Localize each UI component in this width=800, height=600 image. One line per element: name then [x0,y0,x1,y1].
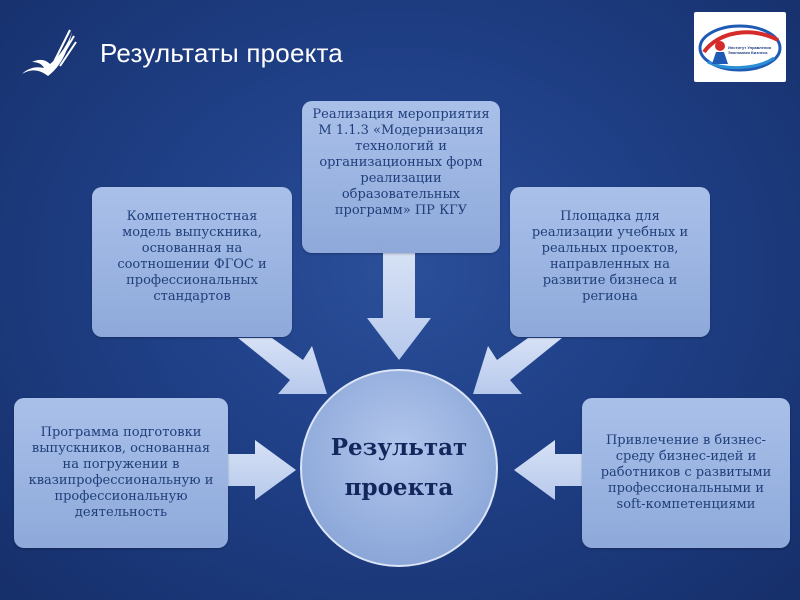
arrow-top [367,253,431,360]
box-left-text: Компетентностная модель выпускника, осно… [117,209,267,304]
center-line-2: проекта [344,474,454,501]
arrow-top-right [473,338,562,394]
arrow-bottom-left [228,440,296,500]
center-result-circle: Результат проекта [300,369,498,567]
center-line-1: Результат [330,434,468,461]
arrow-top-left [238,338,327,394]
box-bottom-right-text: Привлечение в бизнес-среду бизнес-идей и… [600,433,772,512]
box-competence-model: Компетентностная модель выпускника, осно… [92,187,292,337]
box-project-platform: Площадка для реализации учебных и реальн… [510,187,710,337]
arrow-bottom-right [514,440,582,500]
box-training-program: Программа подготовки выпускников, основа… [14,398,228,548]
box-top-text: Реализация мероприятия М 1.1.3 «Модерниз… [312,107,490,218]
institute-logo: Институт Управления Экономики Бизнеса [694,12,786,82]
institute-logo-text: Институт Управления Экономики Бизнеса [728,45,772,55]
box-business-attraction: Привлечение в бизнес-среду бизнес-идей и… [582,398,790,548]
brand-logo [18,24,80,84]
institute-emblem-icon [698,24,782,72]
box-bottom-left-text: Программа подготовки выпускников, основа… [28,425,214,520]
box-right-text: Площадка для реализации учебных и реальн… [531,209,689,304]
page-title: Результаты проекта [100,38,343,68]
wing-logo-icon [22,29,77,76]
box-top-measure: Реализация мероприятия М 1.1.3 «Модерниз… [302,101,500,253]
